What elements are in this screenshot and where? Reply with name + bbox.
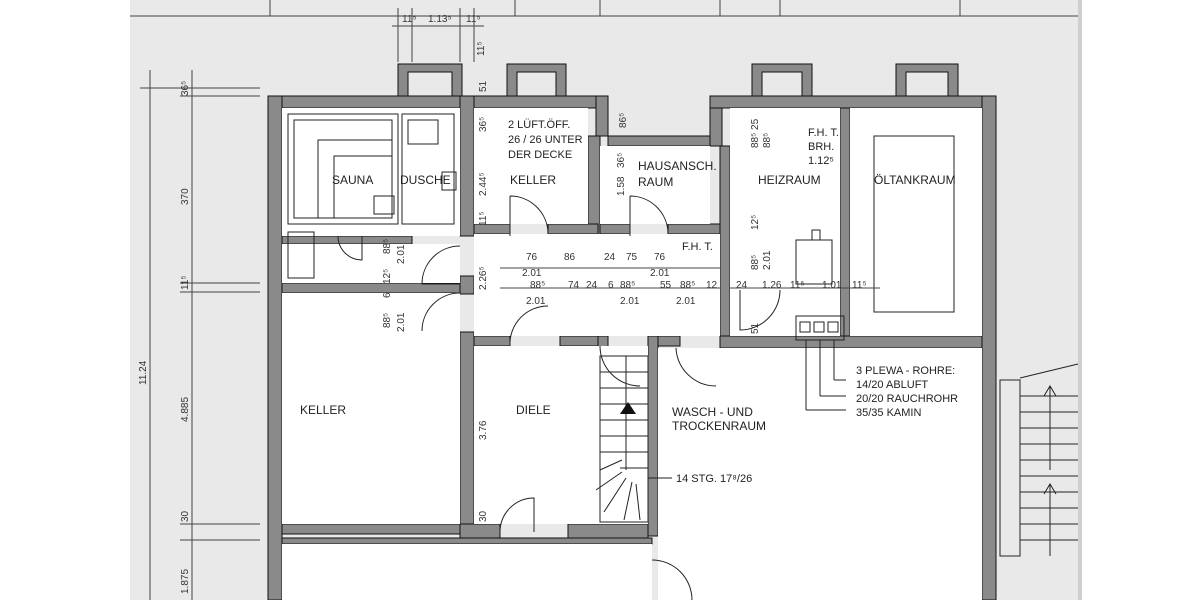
room-label-sauna: SAUNA (332, 173, 373, 187)
note-fht-brh-3: 1.12⁵ (808, 155, 834, 167)
dim-v-6: 6 (382, 292, 393, 298)
door-swings (421, 195, 781, 600)
dim-h-201b: 2.01 (650, 268, 670, 279)
dim-v-201-l: 2.01 (396, 244, 407, 264)
note-lueftung-1: 2 LÜFT.ÖFF. (508, 119, 570, 131)
note-plewa-2: 14/20 ABLUFT (856, 379, 928, 391)
paper-margin-shadow (1078, 0, 1082, 600)
exterior-stairs (999, 363, 1079, 557)
dim-h-201a: 2.01 (522, 268, 542, 279)
dim-v-365: 36⁵ (478, 117, 489, 132)
dim-h-76: 76 (526, 252, 538, 263)
dim-left-30: 30 (180, 510, 191, 522)
room-label-keller-large: KELLER (300, 403, 346, 417)
dim-h-86: 86 (564, 252, 576, 263)
dim-v-115: 11⁵ (478, 211, 489, 226)
room-label-wasch-2: TROCKENRAUM (672, 419, 766, 433)
corridor-dimension-lines (500, 267, 880, 289)
note-stairs: 14 STG. 17⁸/26 (676, 473, 752, 485)
room-label-diele: DIELE (516, 403, 551, 417)
dim-v-158: 1.58 (616, 176, 627, 196)
dim-left-1875: 1.875 (180, 569, 191, 594)
dim-v-125: 12⁵ (750, 215, 761, 230)
note-fht-brh-1: F.H. T. (808, 127, 839, 139)
dim-h-75: 75 (626, 252, 638, 263)
dim-h-126: 1.26 (762, 280, 782, 291)
room-label-keller-small: KELLER (510, 173, 556, 187)
dim-h-6: 6 (608, 280, 614, 291)
dim-h-885a: 88⁵ (530, 280, 545, 291)
dim-left-370: 370 (180, 188, 191, 205)
left-dimension-lines (140, 70, 260, 600)
dim-left-36: 36⁵ (180, 81, 191, 96)
dim-h-55: 55 (660, 280, 672, 291)
dim-top-a: 11⁵ (402, 14, 417, 25)
dim-h-885c: 88⁵ (680, 280, 695, 291)
room-label-oeltankraum: ÖLTANKRAUM (874, 173, 956, 187)
dim-left-1124: 11.24 (138, 360, 149, 385)
dim-v-365b: 36⁵ (616, 153, 627, 168)
dim-v-885-201: 88⁵ (750, 255, 761, 270)
dim-h-201e: 2.01 (676, 296, 696, 307)
dim-h-201c: 2.01 (526, 296, 546, 307)
note-plewa-1: 3 PLEWA - ROHRE: (856, 365, 955, 377)
note-lueftung-2: 26 / 26 UNTER (508, 134, 583, 146)
dim-h-24b: 24 (586, 280, 598, 291)
dim-h-201d: 2.01 (620, 296, 640, 307)
dim-top-d: 11⁵ (476, 41, 487, 56)
sauna-fixtures (287, 113, 457, 279)
dim-v-885-l: 88⁵ (382, 239, 393, 254)
note-plewa-3: 20/20 RAUCHROHR (856, 393, 958, 405)
dim-v-885-b: 88⁵ (762, 133, 773, 148)
room-fills (282, 108, 982, 600)
dim-h-101: 1.01 (822, 280, 842, 291)
dim-v-201-r: 2.01 (762, 250, 773, 270)
note-fht-door: F.H. T. (682, 241, 713, 253)
dim-h-115b: 11⁵ (852, 280, 867, 291)
dim-v-86: 86⁵ (618, 113, 629, 128)
note-fht-brh-2: BRH. (808, 141, 834, 153)
dim-v-30: 30 (478, 510, 489, 522)
note-lueftung-3: DER DECKE (508, 149, 572, 161)
dim-h-74: 74 (568, 280, 580, 291)
room-label-hausansch-2: RAUM (638, 175, 673, 189)
dim-v-2445: 2.44⁵ (478, 172, 489, 196)
dim-left-4885: 4.885 (180, 397, 191, 422)
dim-h-885b: 88⁵ (620, 280, 635, 291)
stair-arrow-icon (620, 402, 636, 414)
ext-stair-arrow-icon-lower (1043, 483, 1057, 495)
dim-v-376: 3.76 (478, 420, 489, 440)
dim-v-2265: 2.26⁵ (478, 266, 489, 290)
ext-stair-arrow-icon-upper (1043, 385, 1057, 397)
room-label-hausansch-1: HAUSANSCH. (638, 159, 717, 173)
room-label-heizraum: HEIZRAUM (758, 173, 821, 187)
dim-v-51b: 51 (750, 322, 761, 334)
dim-h-12: 12 (706, 280, 718, 291)
dim-v-885-l2: 88⁵ (382, 313, 393, 328)
dim-h-24c: 24 (736, 280, 748, 291)
dim-v-201-l2: 2.01 (396, 312, 407, 332)
note-plewa-4: 35/35 KAMIN (856, 407, 921, 419)
boiler-equipment (795, 135, 955, 411)
room-label-wasch-1: WASCH - UND (672, 405, 753, 419)
dim-h-76b: 76 (654, 252, 666, 263)
staircase (595, 355, 649, 523)
dim-h-24: 24 (604, 252, 616, 263)
dim-v-51: 51 (478, 80, 489, 92)
room-label-dusche: DUSCHE (400, 173, 451, 187)
dim-v-125-l: 12⁵ (382, 269, 393, 284)
dim-h-115a: 11⁵ (790, 280, 805, 291)
interior-walls (281, 95, 983, 545)
top-dimension-line (130, 0, 1078, 62)
dim-top-c: 11⁵ (466, 14, 481, 25)
outer-walls (267, 95, 997, 600)
dim-left-11: 11⁵ (180, 275, 191, 290)
dim-top-b: 1.13⁵ (428, 14, 452, 25)
dim-v-885-25: 88⁵ 25 (750, 118, 761, 148)
